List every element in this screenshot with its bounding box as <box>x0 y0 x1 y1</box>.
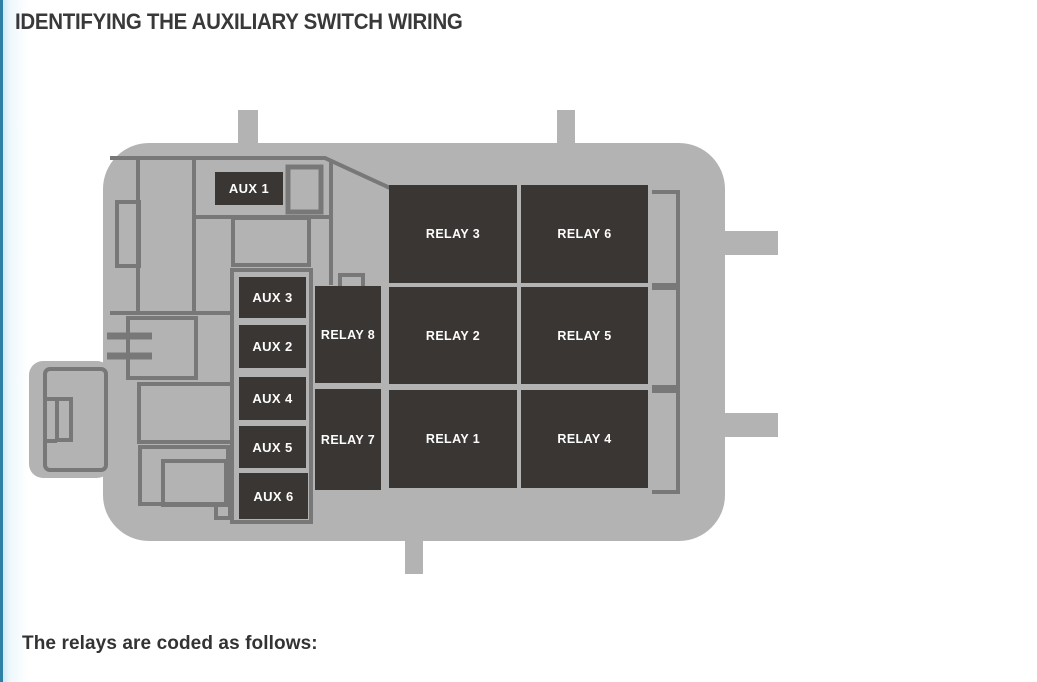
aux-4-switch-block: AUX 4 <box>239 377 306 420</box>
relay-bracket-top <box>652 190 680 287</box>
relay-bracket-middle <box>652 286 680 389</box>
internal-compartment-outlines <box>43 156 680 524</box>
left-connector-key-lines <box>45 397 57 443</box>
page-title: IDENTIFYING THE AUXILIARY SWITCH WIRING <box>15 9 463 34</box>
left-connector-outline <box>43 367 108 472</box>
aux-1-switch-block: AUX 1 <box>215 172 283 205</box>
top-mount-tab-right <box>557 110 575 150</box>
right-mount-tab-upper <box>718 231 778 255</box>
relay-6-block: RELAY 6 <box>521 185 648 283</box>
left-accent-bar <box>0 0 28 682</box>
top-compartment-line <box>110 156 391 190</box>
top-mount-tab-left <box>238 110 258 150</box>
mid-left-compartment <box>126 316 198 380</box>
aux-6-switch-block: AUX 6 <box>239 473 308 519</box>
left-edge-compartment <box>115 200 141 268</box>
small-fuse-slot <box>285 164 324 215</box>
bottom-mount-tab <box>405 536 423 574</box>
relay-3-block: RELAY 3 <box>389 185 517 283</box>
left-connector-key <box>55 397 73 442</box>
relay-4-block: RELAY 4 <box>521 390 648 488</box>
bottom-left-inner-compartment <box>161 459 228 507</box>
relay-1-block: RELAY 1 <box>389 390 517 488</box>
aux-column-frame <box>230 268 313 524</box>
relay-7-block: RELAY 7 <box>315 389 381 490</box>
relay-bracket-bottom <box>652 389 680 494</box>
aux-3-switch-block: AUX 3 <box>239 277 306 318</box>
aux-2-switch-block: AUX 2 <box>239 325 306 368</box>
terminal-marks <box>107 332 152 360</box>
relay-8-block: RELAY 8 <box>315 286 381 383</box>
relay-2-block: RELAY 2 <box>389 287 517 384</box>
relays-caption: The relays are coded as follows: <box>22 633 318 654</box>
relay-5-block: RELAY 5 <box>521 287 648 384</box>
empty-fuse-slot <box>231 216 311 267</box>
aux-5-switch-block: AUX 5 <box>239 426 306 468</box>
right-mount-tab-lower <box>718 413 778 437</box>
